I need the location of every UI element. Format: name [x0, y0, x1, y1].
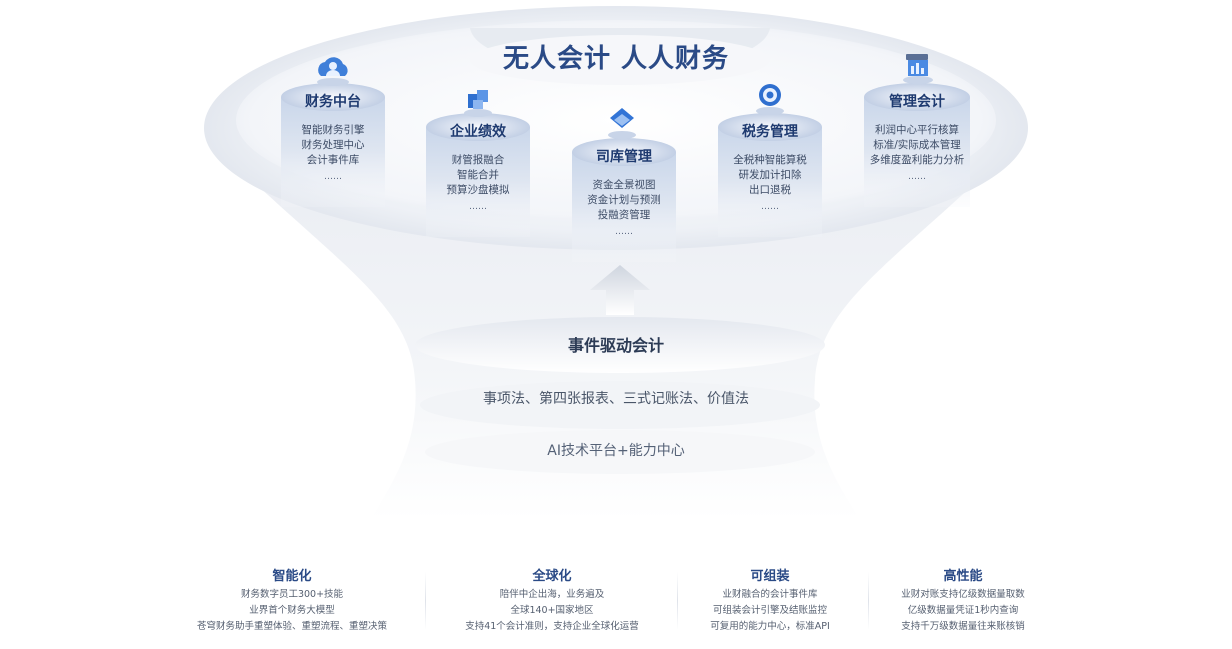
module-item: 利润中心平行核算: [875, 124, 959, 136]
module-item: 财管报融合: [451, 154, 505, 166]
feature-line: 支持千万级数据量往来账核销: [901, 621, 1025, 632]
module-ellipsis: ……: [761, 202, 779, 212]
main-title: 无人会计 人人财务: [502, 44, 730, 74]
module-item: 智能合并: [457, 169, 499, 181]
module-ellipsis: ……: [615, 227, 633, 237]
features-row: 智能化 财务数字员工300+技能 业界首个财务大模型 苍穹财务助手重塑体验、重塑…: [0, 565, 1232, 635]
feature-title: 全球化: [532, 569, 572, 584]
module-tax: 税务管理 全税种智能算税 研发加计扣除 出口退税 ……: [718, 112, 822, 215]
target-icon: [756, 84, 784, 115]
feature-line: 可复用的能力中心，标准API: [710, 621, 830, 632]
feature-divider: [677, 572, 678, 630]
module-title: 企业绩效: [450, 124, 506, 140]
methods-layer: 事项法、第四张报表、三式记账法、价值法: [483, 391, 749, 407]
module-item: 全税种智能算税: [733, 154, 807, 166]
feature-line: 财务数字员工300+技能: [240, 589, 344, 600]
feature-divider: [425, 572, 426, 630]
module-title: 管理会计: [889, 94, 945, 110]
feature-title: 高性能: [943, 569, 983, 584]
chart-cube-icon: [903, 54, 933, 84]
module-item: 多维度盈利能力分析: [869, 154, 965, 166]
module-management: 管理会计 利润中心平行核算 标准/实际成本管理 多维度盈利能力分析 ……: [858, 82, 976, 185]
module-item: 出口退税: [749, 184, 791, 196]
module-item: 财务处理中心: [301, 139, 365, 151]
ai-platform-layer: AI技术平台+能力中心: [547, 443, 685, 459]
module-item: 会计事件库: [306, 154, 360, 166]
module-title: 司库管理: [596, 149, 652, 165]
module-ellipsis: ……: [908, 172, 926, 182]
feature-title: 可组装: [750, 569, 790, 584]
module-ellipsis: ……: [324, 172, 342, 182]
module-ellipsis: ……: [469, 202, 487, 212]
feature-intelligent: 智能化 财务数字员工300+技能 业界首个财务大模型 苍穹财务助手重塑体验、重塑…: [187, 565, 397, 635]
building-blocks-icon: [464, 90, 492, 117]
cloud-person-icon: [317, 57, 349, 86]
feature-title: 智能化: [272, 569, 312, 584]
module-performance: 企业绩效 财管报融合 智能合并 预算沙盘模拟 ……: [426, 112, 530, 215]
event-driven-layer: 事件驱动会计: [567, 336, 664, 355]
module-item: 投融资管理: [597, 209, 651, 221]
feature-composable: 可组装 业财融合的会计事件库 可组装会计引擎及结账监控 可复用的能力中心，标准A…: [685, 565, 855, 635]
module-item: 预算沙盘模拟: [446, 184, 510, 196]
cylinder-shapes: [281, 83, 970, 262]
module-item: 标准/实际成本管理: [873, 139, 961, 151]
feature-line: 陪伴中企出海，业务遍及: [499, 589, 605, 600]
module-finance: 财务中台 智能财务引擎 财务处理中心 会计事件库 ……: [281, 82, 385, 185]
feature-line: 支持41个会计准则，支持企业全球化运营: [465, 621, 639, 632]
module-item: 智能财务引擎: [301, 124, 365, 136]
feature-divider: [868, 572, 869, 630]
diamond-stack-icon: [608, 108, 636, 139]
feature-performance: 高性能 业财对账支持亿级数据量取数 亿级数据量凭证1秒内查询 支持千万级数据量往…: [878, 565, 1048, 635]
feature-line: 亿级数据量凭证1秒内查询: [907, 605, 1019, 616]
module-title: 财务中台: [305, 94, 361, 110]
feature-line: 业财对账支持亿级数据量取数: [901, 589, 1025, 600]
feature-line: 可组装会计引擎及结账监控: [712, 605, 827, 616]
feature-global: 全球化 陪伴中企出海，业务遍及 全球140+国家地区 支持41个会计准则，支持企…: [447, 565, 657, 635]
feature-line: 苍穹财务助手重塑体验、重塑流程、重塑决策: [196, 621, 387, 632]
module-item: 研发加计扣除: [738, 169, 802, 181]
module-title: 税务管理: [742, 124, 798, 140]
feature-line: 业财融合的会计事件库: [722, 589, 818, 600]
module-treasury: 司库管理 资金全景视图 资金计划与预测 投融资管理 ……: [572, 137, 676, 240]
feature-line: 全球140+国家地区: [510, 605, 594, 616]
module-item: 资金全景视图: [592, 179, 656, 191]
module-item: 资金计划与预测: [587, 194, 661, 206]
feature-line: 业界首个财务大模型: [249, 605, 335, 616]
